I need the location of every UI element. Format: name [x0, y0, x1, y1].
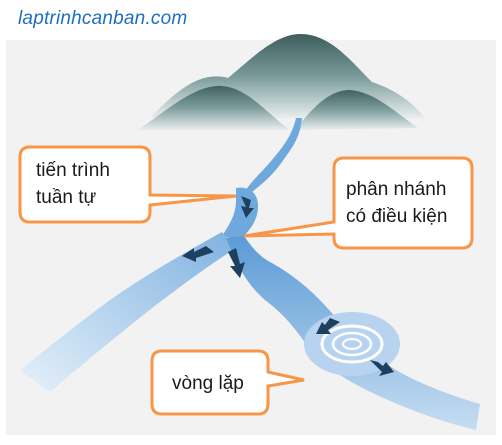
loop-swirl-mid	[331, 331, 373, 357]
callout-branch-bubble	[243, 156, 474, 250]
callout-loop-bubble	[150, 349, 305, 416]
mountain-right	[295, 90, 418, 130]
callout-branch-line2: có điều kiện	[346, 206, 448, 227]
callout-loop-line1: vòng lặp	[172, 373, 244, 394]
flow-arrows	[182, 196, 394, 376]
arrow-loop-bottom	[370, 360, 394, 376]
river-right-branch	[226, 236, 480, 430]
callout-sequence-line1: tiến trình	[36, 160, 110, 181]
callout-loop-label: vòng lặp	[172, 370, 244, 397]
arrow-branch-right	[228, 248, 245, 278]
site-watermark: laptrinhcanban.com	[18, 8, 188, 29]
callout-sequence-bubble	[18, 145, 237, 224]
arrow-branch-left	[182, 246, 214, 262]
river-left-branch	[20, 232, 236, 392]
callouts	[18, 145, 474, 416]
callout-sequence-line2: tuần tự	[36, 187, 97, 208]
loop-swirl-outer	[320, 324, 384, 364]
callout-branch-line1: phân nhánh	[346, 179, 447, 200]
arrow-sequence	[241, 196, 254, 218]
mountain-left	[138, 85, 290, 130]
loop-swirl-inner	[342, 338, 362, 350]
arrow-loop-top	[316, 318, 340, 334]
callout-branch-label: phân nhánh có điều kiện	[346, 176, 447, 230]
river-source	[242, 118, 302, 196]
mountains	[138, 34, 425, 130]
callout-sequence-label: tiến trình tuần tự	[36, 157, 110, 211]
